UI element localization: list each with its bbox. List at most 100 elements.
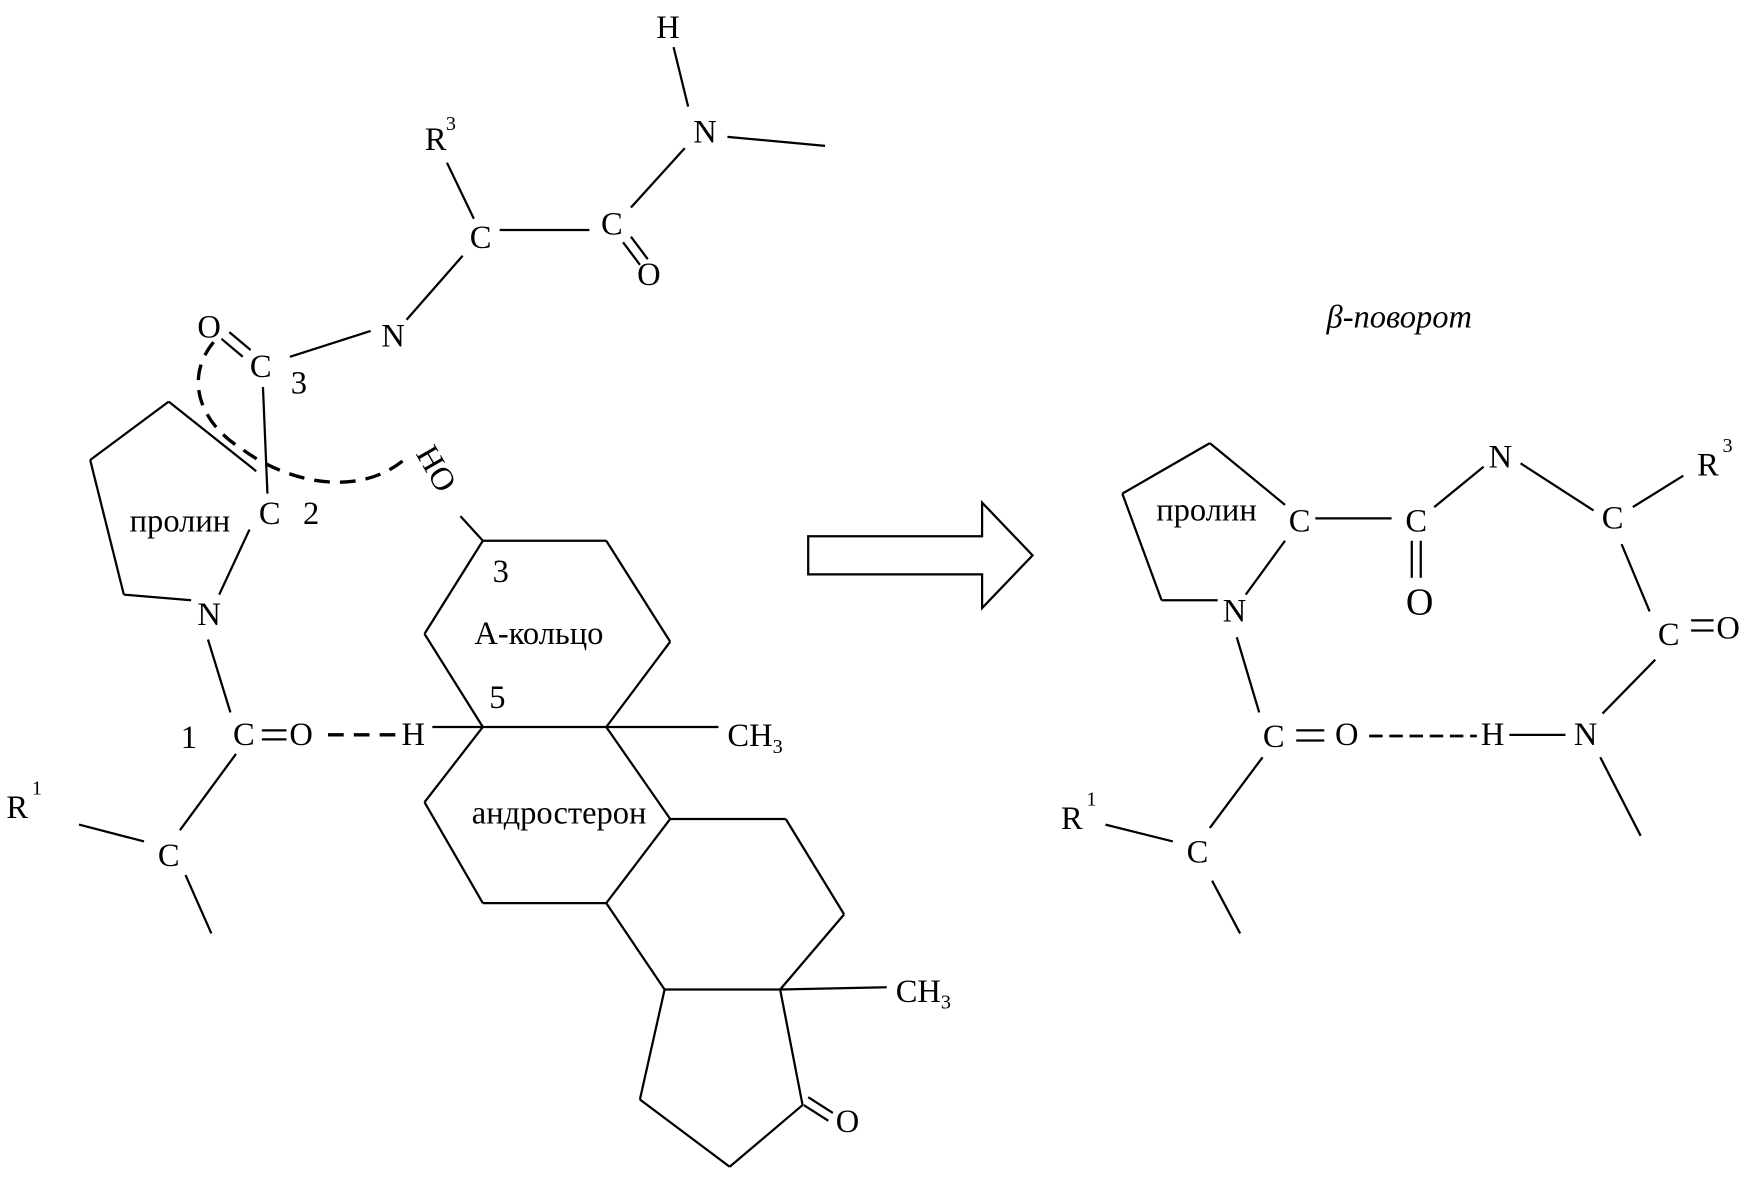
right-structure: β-поворот пролин C N C O N C R 3 C O N H…: [1061, 300, 1740, 871]
bond-line: [445, 162, 475, 220]
atom-n: N: [1223, 593, 1246, 629]
bond-line: [168, 400, 257, 473]
bonds: [78, 46, 1714, 1168]
position-1-label: 1: [181, 720, 197, 756]
atom-c: C: [1602, 500, 1624, 536]
bond-line: [638, 989, 666, 1100]
atom-h: H: [1481, 717, 1504, 753]
bond-line: [1519, 462, 1595, 512]
methyl-group: CH3: [727, 718, 782, 758]
bond-line: [1209, 442, 1286, 506]
bond-line: [179, 753, 237, 831]
methyl-group: CH3: [896, 974, 951, 1014]
bond-line: [218, 529, 251, 596]
atom-c1: C: [233, 717, 255, 753]
beta-turn-title: β-поворот: [1326, 300, 1472, 336]
bond-line: [672, 46, 690, 107]
hydroxyl-group: HO: [408, 440, 463, 499]
bond-line: [459, 515, 484, 542]
bond-line: [779, 989, 804, 1106]
atom-n: N: [197, 597, 220, 633]
position-3-label: 3: [493, 554, 509, 590]
bond-line: [206, 639, 232, 713]
androsterone-label: андростерон: [472, 795, 647, 831]
atom-c: C: [1263, 719, 1285, 755]
bond-line: [228, 331, 252, 351]
bond-line: [1620, 543, 1651, 612]
position-2-label: 2: [303, 496, 319, 532]
atom-n: N: [381, 319, 404, 355]
left-structure: H N R 3 C C O N O C 3 C 2 пролин N 1 C O…: [6, 10, 951, 1140]
r1-superscript: 1: [32, 777, 42, 799]
ring-a-label: А-кольцо: [474, 616, 603, 652]
bond-line: [423, 540, 484, 635]
bond-line: [89, 459, 125, 595]
bond-line: [1121, 442, 1211, 495]
atom-o: O: [637, 257, 660, 293]
r1-superscript: 1: [1086, 789, 1096, 811]
bond-line: [423, 633, 484, 728]
group-r1: R: [6, 790, 28, 826]
reaction-arrow: [807, 499, 1035, 611]
position-3-label: 3: [291, 366, 307, 402]
atom-c: C: [1658, 617, 1680, 653]
bond-line: [1105, 823, 1174, 843]
bond-line: [1211, 880, 1242, 934]
bond-line: [261, 387, 269, 494]
bond-line: [1235, 636, 1261, 713]
group-r3: R: [425, 122, 447, 158]
atom-o: O: [1406, 581, 1434, 623]
bond-line: [1433, 465, 1485, 508]
atom-c3: C: [250, 349, 272, 385]
bond-line: [1121, 493, 1163, 601]
bond-line: [605, 726, 672, 820]
atom-c: C: [470, 220, 492, 256]
bond-line: [728, 1104, 804, 1168]
atom-c2: C: [259, 496, 281, 532]
atom-c: C: [601, 206, 623, 242]
bond-line: [405, 255, 464, 321]
bond-line: [605, 902, 666, 991]
hydrogen-bond-curve: [196, 341, 408, 484]
bond-line: [423, 801, 484, 904]
bond-line: [605, 641, 672, 728]
bond-line: [622, 241, 641, 266]
bond-line: [423, 726, 484, 803]
proline-label: пролин: [130, 504, 231, 540]
atom-o: O: [1716, 610, 1739, 646]
bond-line: [630, 236, 649, 260]
bond-line: [807, 1096, 834, 1114]
bond-line: [779, 913, 845, 991]
bond-line: [184, 874, 213, 934]
bond-line: [220, 337, 244, 358]
atom-h: H: [656, 10, 679, 46]
proline-label: пролин: [1156, 492, 1257, 528]
bond-line: [78, 823, 145, 843]
atom-n: N: [1489, 440, 1512, 476]
bond-line: [630, 147, 686, 209]
bond-line: [605, 818, 672, 904]
atom-o: O: [289, 717, 312, 753]
bond-line: [605, 540, 672, 643]
atom-n: N: [693, 114, 716, 150]
atom-h: H: [402, 717, 425, 753]
bond-line: [639, 1098, 731, 1168]
group-r3: R: [1697, 448, 1719, 484]
group-r1: R: [1061, 801, 1083, 837]
bond-line: [1599, 756, 1642, 837]
bond-line: [289, 329, 371, 358]
r3-superscript: 3: [1723, 435, 1733, 457]
atom-c: C: [1405, 504, 1427, 540]
bond-line: [1208, 756, 1264, 829]
bond-line: [780, 986, 887, 991]
atom-o: O: [1335, 717, 1358, 753]
bond-line: [727, 135, 826, 147]
atom-o: O: [836, 1104, 859, 1140]
bond-line: [803, 1104, 829, 1122]
atom-c: C: [1187, 835, 1209, 871]
position-5-label: 5: [489, 680, 505, 716]
bond-line: [1601, 658, 1657, 715]
bond-line: [1632, 474, 1684, 509]
